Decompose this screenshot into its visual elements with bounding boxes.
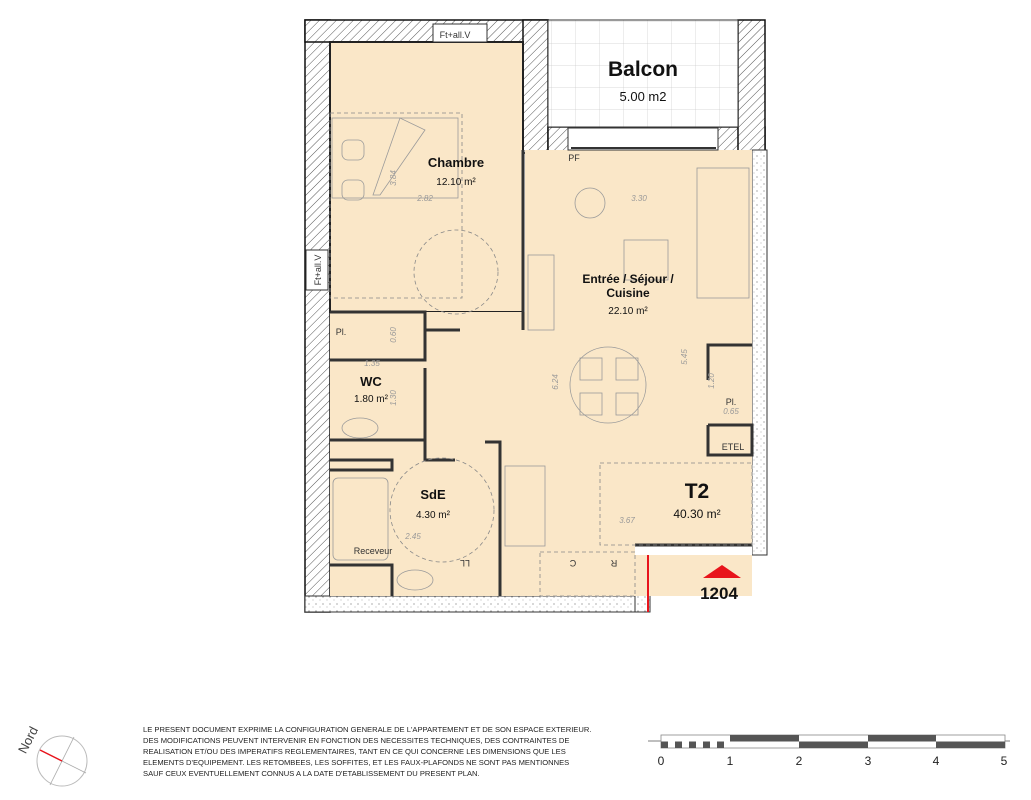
dimension: 3.67 (619, 516, 635, 525)
room-name-wc: WC (360, 374, 382, 389)
room-name-chambre: Chambre (428, 155, 484, 170)
balcony-door (567, 127, 719, 151)
dimension: 2.45 (404, 532, 421, 541)
apartment-type: T2 (685, 480, 710, 503)
disclaimer-line: REALISATION ET/OU DES IMPERATIFS REGLEME… (143, 747, 566, 756)
dimension: 0.60 (389, 327, 398, 343)
etel-label: ETEL (722, 442, 745, 452)
room-area-chambre: 12.10 m² (436, 177, 476, 188)
furniture (329, 112, 753, 597)
window-top-label: Ft+all.V (440, 30, 471, 40)
balcony-floor (547, 19, 739, 128)
dimension: 3.30 (631, 194, 647, 203)
entrance-arrow-icon (703, 565, 741, 578)
disclaimer-line: LE PRESENT DOCUMENT EXPRIME LA CONFIGURA… (143, 725, 592, 734)
room-area-balcon: 5.00 m2 (620, 89, 667, 104)
scale-tick: 0 (658, 754, 665, 768)
compass-label: Nord (15, 724, 41, 756)
interior-walls (330, 150, 754, 596)
room-area-sejour: 22.10 m² (608, 306, 648, 317)
room-name-sde: SdE (420, 487, 446, 502)
floor-areas (329, 19, 752, 596)
closet-left-label: Pl. (336, 327, 347, 337)
scale-tick: 5 (1001, 754, 1008, 768)
receveur-label: Receveur (354, 546, 393, 556)
dimension: 1.20 (707, 373, 716, 389)
apartment-total-area: 40.30 m² (673, 507, 720, 521)
scale-tick: 3 (865, 754, 872, 768)
disclaimer-line: DES MODIFICATIONS PEUVENT INTERVENIR EN … (143, 736, 570, 745)
disclaimer-line: SAUF CEUX EVENTUELLEMENT CONNUS A LA DAT… (143, 769, 480, 778)
c-label: C (569, 558, 576, 568)
closet-right-label: Pl. (726, 397, 737, 407)
balcony-door-label: PF (568, 153, 580, 163)
dimension: 1.30 (389, 390, 398, 406)
disclaimer-text: LE PRESENT DOCUMENT EXPRIME LA CONFIGURA… (143, 724, 603, 779)
room-area-sde: 4.30 m² (416, 510, 451, 521)
dimension: 6.24 (551, 374, 560, 390)
window-left (305, 249, 329, 291)
room-name-sejour-1: Entrée / Séjour / (582, 272, 674, 286)
ll-label: LL (460, 558, 470, 568)
compass: Nord (15, 724, 88, 787)
dimension: 5.45 (680, 349, 689, 365)
apartment-number: 1204 (700, 584, 738, 603)
r-label: R (610, 558, 617, 568)
closet-right-dim: 0.65 (723, 407, 739, 416)
scale-bar: 0 1 2 3 4 5 (648, 734, 1010, 768)
scale-tick: 1 (727, 754, 734, 768)
window-top (432, 23, 488, 43)
scale-tick: 2 (796, 754, 803, 768)
dimension: 1.35 (364, 359, 380, 368)
disclaimer-line: ELEMENTS D'EQUIPEMENT. LES RETOMBEES, LE… (143, 758, 570, 767)
scale-tick: 4 (933, 754, 940, 768)
window-left-label: Ft+all.V (313, 255, 323, 286)
room-name-sejour-2: Cuisine (606, 286, 650, 300)
room-area-wc: 1.80 m² (354, 394, 389, 405)
dimension: 3.84 (389, 170, 398, 186)
north-needle-icon (39, 749, 63, 762)
dimension: 2.82 (416, 194, 433, 203)
compass-circle-icon (36, 735, 88, 787)
room-name-balcon: Balcon (608, 58, 678, 81)
